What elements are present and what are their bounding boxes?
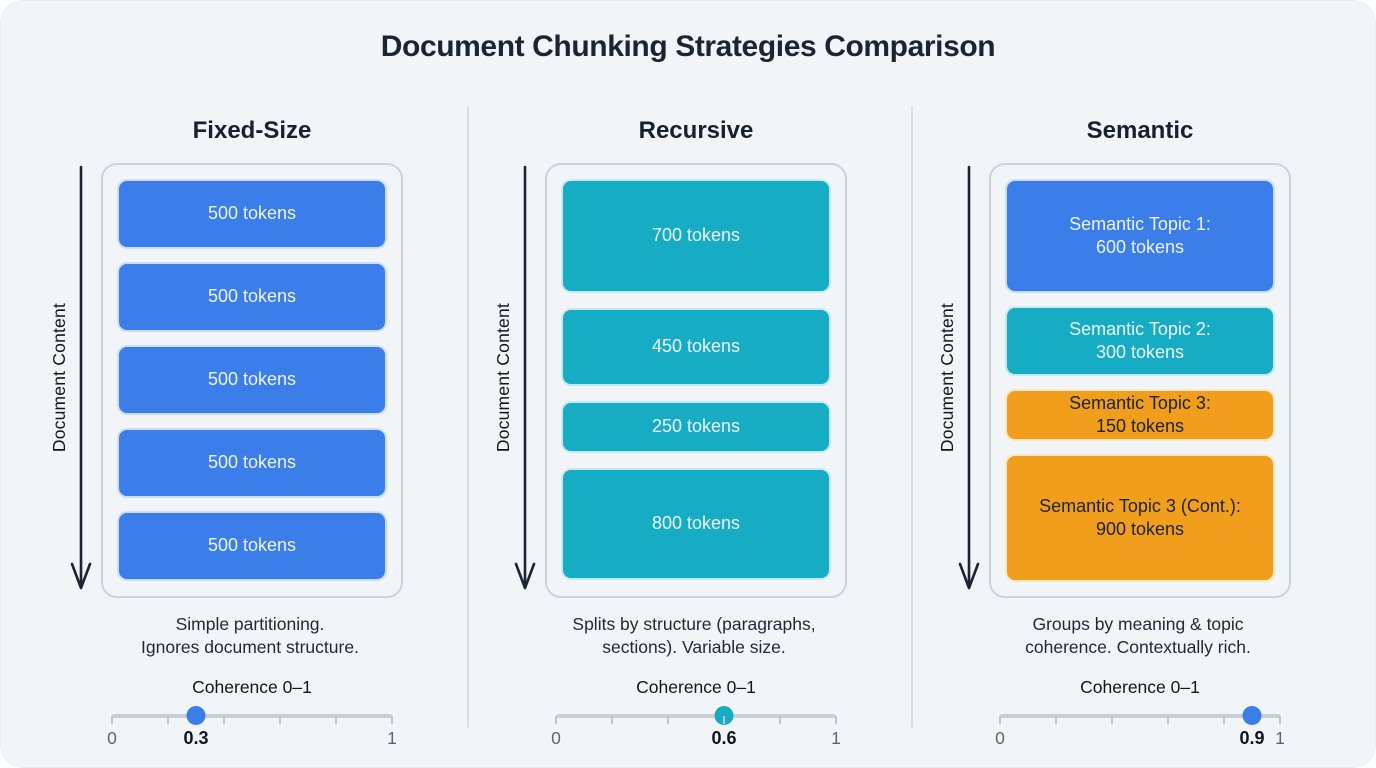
chunk-container: 500 tokens 500 tokens 500 tokens 500 tokens… <box>101 163 403 598</box>
chunk-block: Semantic Topic 3: 150 tokens <box>1005 389 1275 441</box>
slider-track[interactable] <box>112 714 392 718</box>
slider-tick <box>723 716 725 724</box>
slider-min-label: 0 <box>107 728 117 748</box>
slider-tick <box>1279 716 1281 724</box>
column-recursive: Recursive Document Content 700 tokens 450… <box>484 105 904 760</box>
slider-value: 0.3 <box>183 728 209 748</box>
slider-thumb[interactable] <box>714 706 734 725</box>
coherence-label: Coherence 0–1 <box>636 677 756 697</box>
slider-max-label: 1 <box>831 728 841 748</box>
slider-tick <box>335 716 337 724</box>
down-arrow-icon <box>958 165 980 590</box>
down-arrow-icon <box>70 165 92 590</box>
chunk-block: 500 tokens <box>117 511 387 581</box>
document-content-text: Document Content <box>492 303 513 453</box>
slider-track[interactable] <box>556 714 836 718</box>
coherence-label: Coherence 0–1 <box>1080 677 1200 697</box>
slider-tick <box>1167 716 1169 724</box>
slider-min-label: 0 <box>995 728 1005 748</box>
slider-tick <box>835 716 837 724</box>
chunk-block: 800 tokens <box>561 468 831 580</box>
chunk-block: Semantic Topic 1: 600 tokens <box>1005 179 1275 293</box>
chunk-container: 700 tokens 450 tokens 250 tokens 800 tokens <box>545 163 847 598</box>
column-divider-2 <box>911 106 913 728</box>
chunk-block: 450 tokens <box>561 308 831 386</box>
slider-labels: 0 0.9 1 <box>995 728 1285 752</box>
chunk-block: 500 tokens <box>117 262 387 332</box>
chunk-block: 500 tokens <box>117 179 387 249</box>
coherence-slider[interactable] <box>111 705 393 727</box>
slider-tick <box>111 716 113 724</box>
slider-tick <box>779 716 781 724</box>
slider-tick <box>391 716 393 724</box>
strategy-description: Simple partitioning. Ignores document st… <box>141 614 359 658</box>
column-divider-1 <box>467 106 469 728</box>
slider-thumb[interactable] <box>186 706 206 725</box>
document-content-text: Document Content <box>936 303 957 453</box>
document-content-text: Document Content <box>48 303 69 453</box>
coherence-label: Coherence 0–1 <box>192 677 312 697</box>
column-semantic: Semantic Document Content Semantic Topic… <box>928 105 1348 760</box>
slider-tick <box>1055 716 1057 724</box>
strategy-description: Splits by structure (paragraphs, section… <box>572 614 816 658</box>
slider-tick <box>167 716 169 724</box>
chunk-block: Semantic Topic 3 (Cont.): 900 tokens <box>1005 454 1275 582</box>
slider-tick <box>611 716 613 724</box>
slider-tick <box>999 716 1001 724</box>
column-heading-recursive: Recursive <box>638 117 754 144</box>
slider-max-label: 1 <box>1275 728 1285 748</box>
down-arrow-icon <box>514 165 536 590</box>
coherence-slider[interactable] <box>999 705 1281 727</box>
chunk-block: 500 tokens <box>117 345 387 415</box>
page-title: Document Chunking Strategies Comparison <box>380 30 996 63</box>
slider-tick <box>667 716 669 724</box>
slider-tick <box>1111 716 1113 724</box>
coherence-slider[interactable] <box>555 705 837 727</box>
slider-tick <box>279 716 281 724</box>
chunk-block: 700 tokens <box>561 179 831 293</box>
slider-thumb[interactable] <box>1242 706 1262 725</box>
chunk-block: Semantic Topic 2: 300 tokens <box>1005 306 1275 376</box>
slider-value: 0.9 <box>1239 728 1265 748</box>
slider-max-label: 1 <box>387 728 397 748</box>
slider-min-label: 0 <box>551 728 561 748</box>
chunk-block: 500 tokens <box>117 428 387 498</box>
strategy-description: Groups by meaning & topic coherence. Con… <box>1025 614 1251 658</box>
column-heading-fixed-size: Fixed-Size <box>192 117 312 144</box>
slider-value: 0.6 <box>711 728 737 748</box>
column-heading-semantic: Semantic <box>1086 117 1194 144</box>
slider-tick <box>1223 716 1225 724</box>
slider-track[interactable] <box>1000 714 1280 718</box>
slider-tick <box>555 716 557 724</box>
slider-labels: 0 0.6 1 <box>551 728 841 752</box>
slider-tick <box>223 716 225 724</box>
slider-labels: 0 0.3 1 <box>107 728 397 752</box>
chunk-block: 250 tokens <box>561 401 831 453</box>
